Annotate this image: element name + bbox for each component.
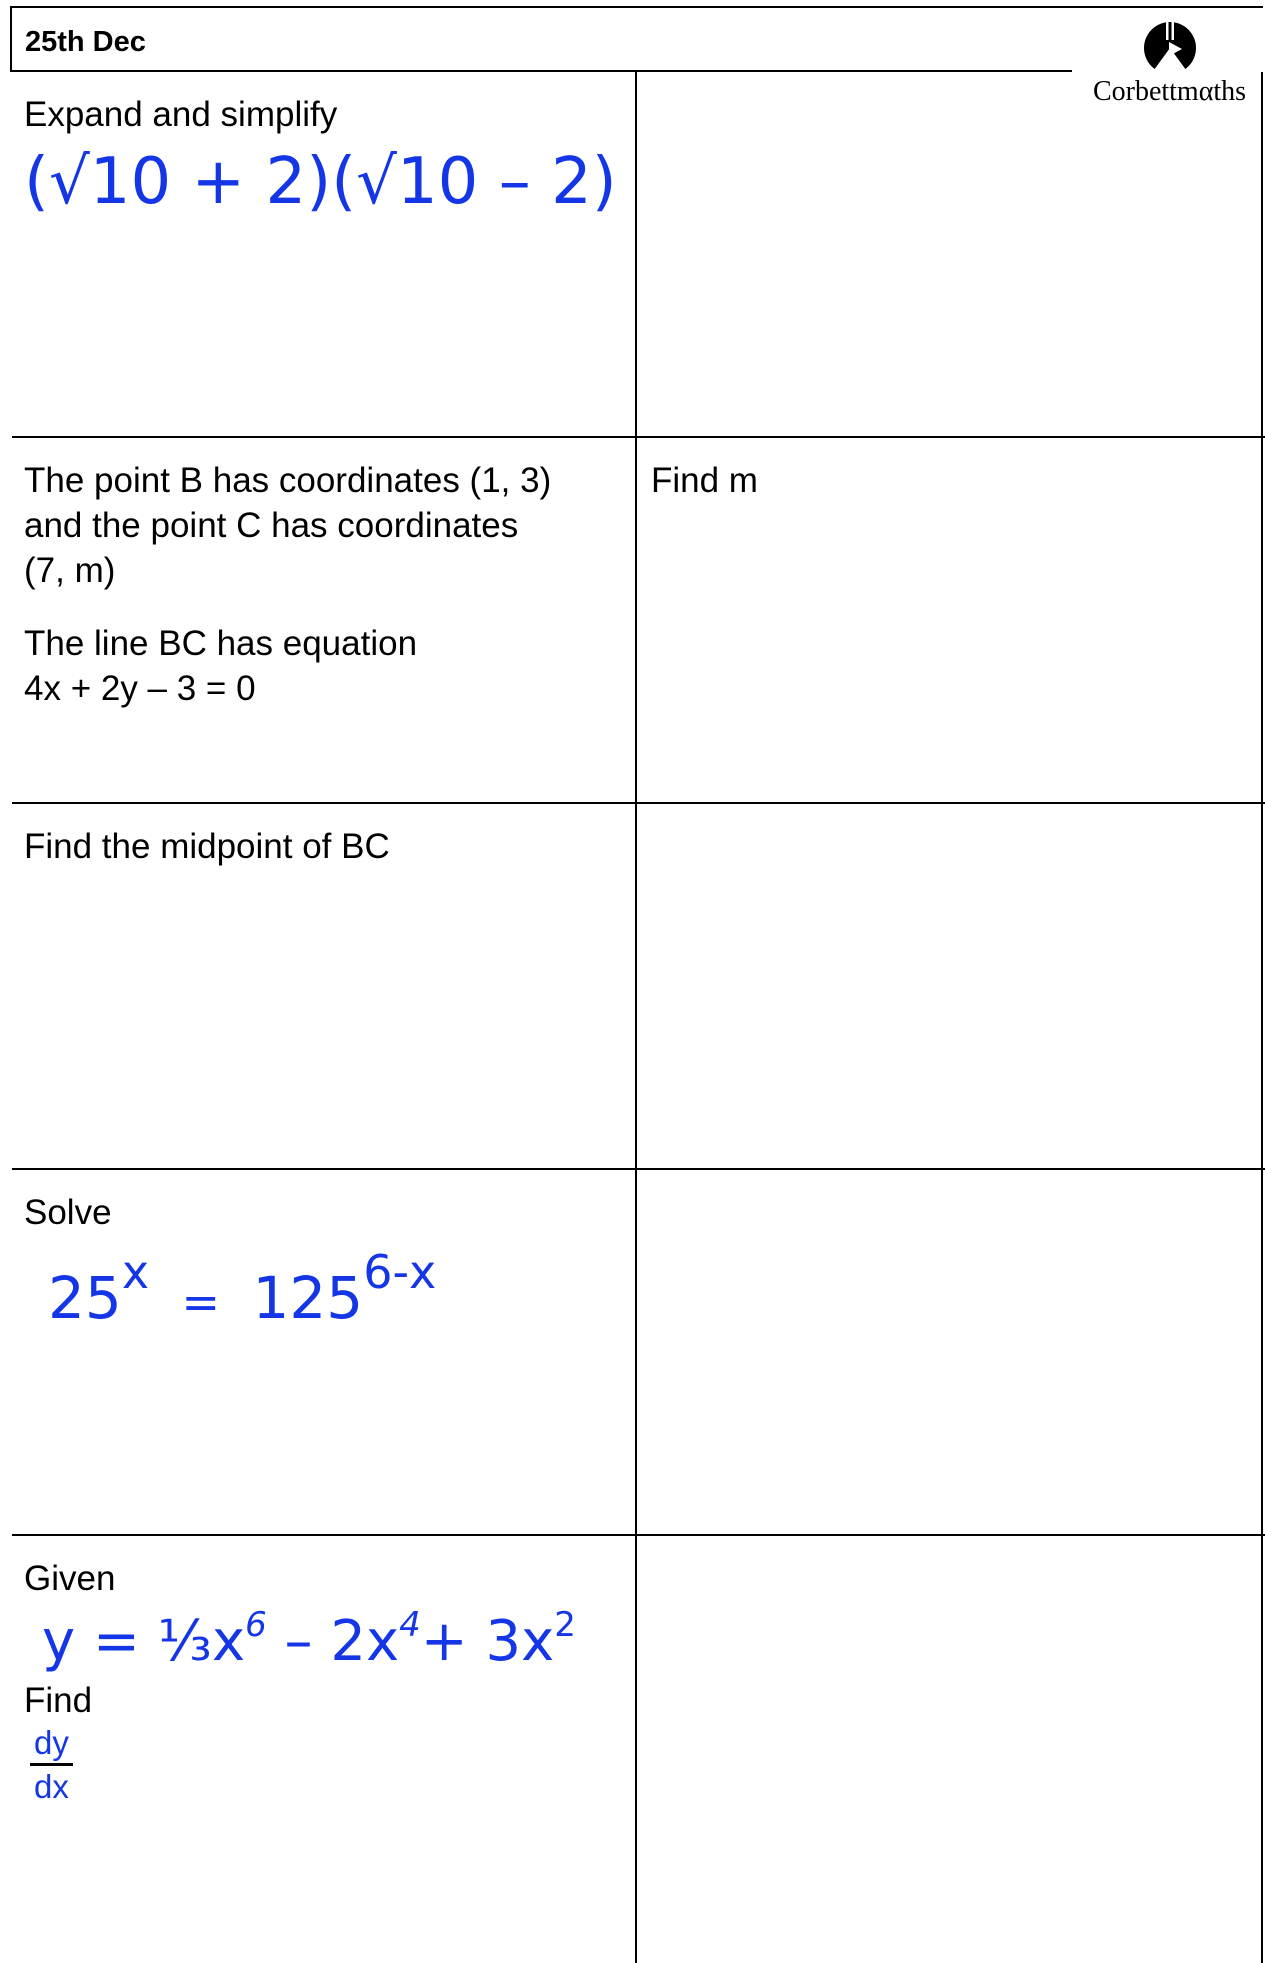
expression-exponent-2: 2 [554,1605,576,1645]
question-5-find: Find [24,1681,93,1720]
question-4-prompt: Solve [24,1193,112,1232]
question-5-prompt: Given [24,1559,116,1598]
question-row-1: Expand and simplify (√10 + 2)(√10 – 2) [12,72,1265,438]
question-row-5: Given y = ⅓x6 – 2x4+ 3x2 Find dy dx [12,1536,1265,1963]
logo-text: Corbettmαths [1092,76,1247,107]
answer-1-cell[interactable] [637,72,1263,436]
question-row-2: The point B has coordinates (1, 3) and t… [12,438,1265,804]
answer-5-cell[interactable] [637,1536,1263,1963]
question-row-3: Find the midpoint of BC [12,804,1265,1170]
equation-exponent-6-minus-x: 6-x [363,1245,437,1299]
date-title: 25th Dec [25,26,146,58]
question-2-line-4: The line BC has equation [24,624,418,663]
derivative-numerator: dy [30,1723,73,1766]
question-2-line-2: and the point C has coordinates [24,506,519,545]
equation-base-25: 25 [48,1264,122,1332]
header-bar: 25th Dec [10,6,1263,72]
question-2-find-m: Find m [651,461,758,500]
answer-4-cell[interactable] [637,1170,1263,1534]
question-5-expression: y = ⅓x6 – 2x4+ 3x2 [24,1605,623,1674]
equation-base-125: 125 [252,1264,364,1332]
question-2-line-3: (7, m) [24,551,116,590]
expression-exponent-6: 6 [245,1605,267,1645]
question-3-cell: Find the midpoint of BC [12,804,637,1168]
worksheet: 25th Dec Corbettmαths Expand and simplif… [10,6,1265,1963]
question-4-cell: Solve 25x = 1256-x [12,1170,637,1534]
question-5-cell: Given y = ⅓x6 – 2x4+ 3x2 Find dy dx [12,1536,637,1963]
expression-term-1: y = ⅓x [42,1609,246,1674]
expression-term-2: – 2x [266,1609,400,1674]
question-3-prompt: Find the midpoint of BC [24,827,390,866]
question-4-equation: 25x = 1256-x [24,1245,623,1332]
answer-2-cell[interactable]: Find m [637,438,1263,802]
equation-exponent-x: x [121,1245,150,1299]
question-row-4: Solve 25x = 1256-x [12,1170,1265,1536]
expression-term-3: + 3x [420,1609,555,1674]
question-1-expression: (√10 + 2)(√10 – 2) [24,145,617,219]
derivative-denominator: dx [34,1768,69,1805]
question-1-prompt: Expand and simplify [24,95,338,134]
question-2-cell: The point B has coordinates (1, 3) and t… [12,438,637,802]
question-2-equation: 4x + 2y – 3 = 0 [24,669,256,708]
question-2-line-1: The point B has coordinates (1, 3) [24,461,552,500]
answer-3-cell[interactable] [637,804,1263,1168]
expression-exponent-4: 4 [399,1605,421,1645]
equation-equals: = [181,1275,221,1329]
corbettmaths-logo: Corbettmαths [1072,18,1265,118]
question-1-cell: Expand and simplify (√10 + 2)(√10 – 2) [12,72,637,436]
corbettmaths-logo-icon [1143,18,1196,74]
derivative-fraction: dy dx [30,1723,73,1808]
